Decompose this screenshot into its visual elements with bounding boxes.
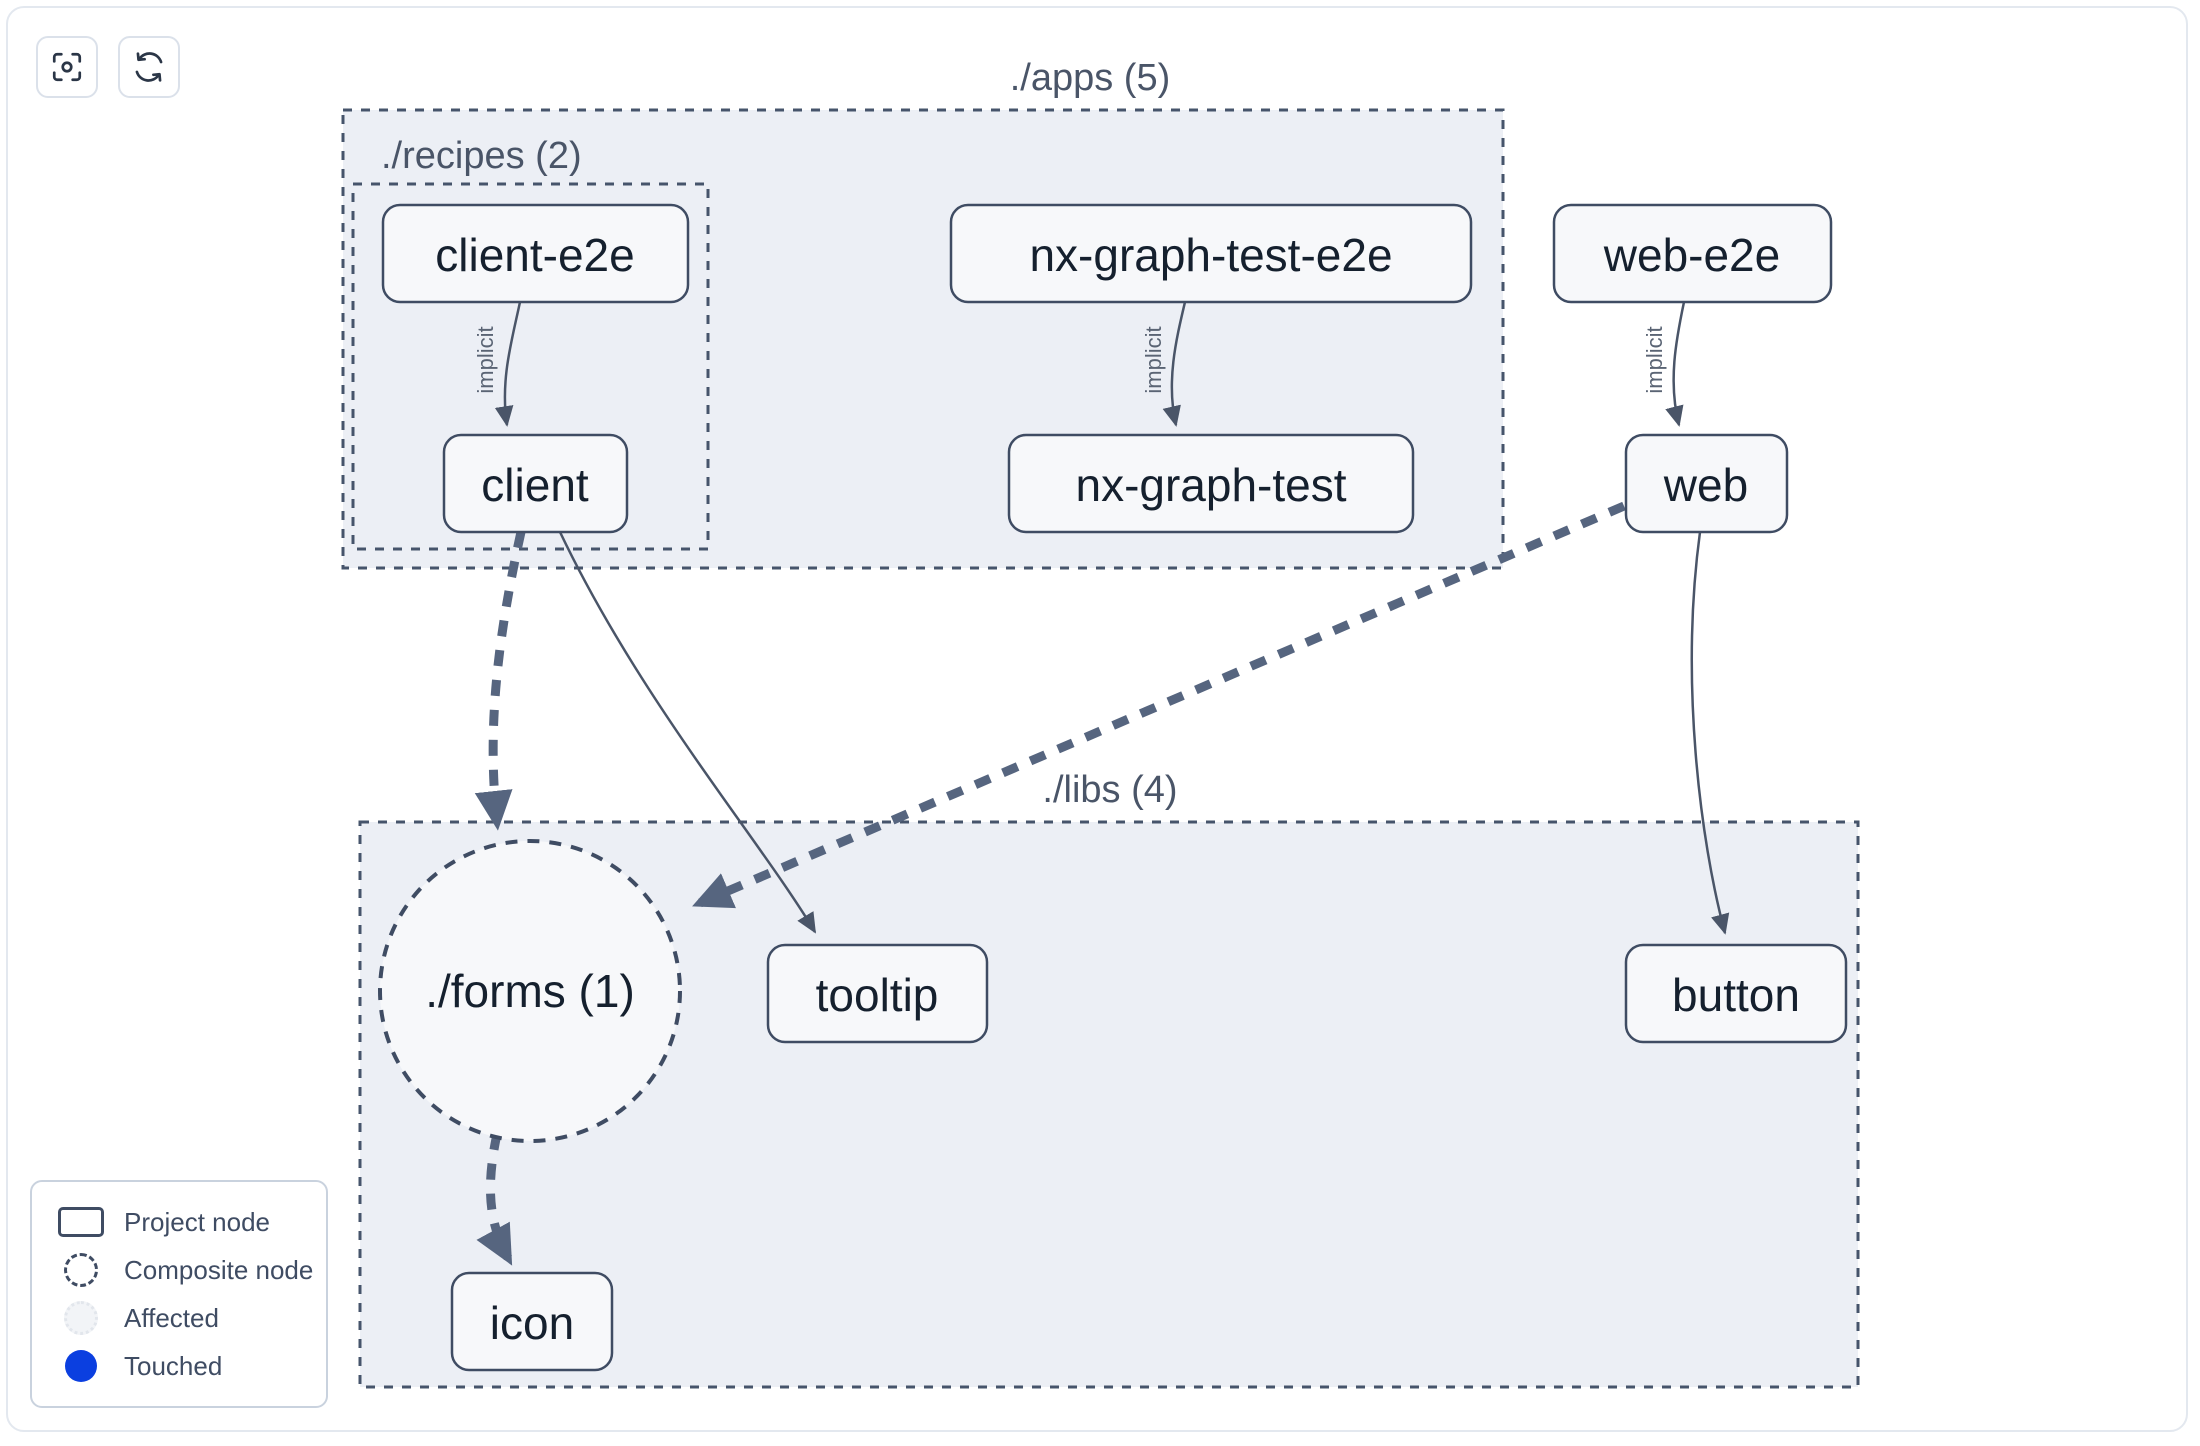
graph-legend: Project node Composite node Affected Tou… <box>30 1180 328 1408</box>
composite-node-icon <box>50 1253 112 1287</box>
viewfinder-icon <box>50 50 84 84</box>
edge-forms-to-icon <box>476 1133 513 1266</box>
node-rect <box>450 1271 614 1372</box>
edge-nx-graph-test-e2e-to-nx-graph-test: implicit <box>1141 301 1187 427</box>
edge-web-e2e-to-web: implicit <box>1642 301 1686 427</box>
node-label: nx-graph-test <box>1075 459 1346 511</box>
node-label: nx-graph-test-e2e <box>1029 229 1392 281</box>
node-nx-graph-test[interactable]: nx-graph-test <box>1007 433 1415 534</box>
node-rect <box>1007 433 1415 534</box>
edge-client-e2e-to-client: implicit <box>473 301 522 427</box>
edge-path <box>476 1133 513 1266</box>
node-label: icon <box>490 1297 574 1349</box>
legend-label: Affected <box>124 1302 219 1333</box>
node-label: web-e2e <box>1603 229 1780 281</box>
edge-label-implicit-1: implicit <box>473 326 498 393</box>
edge-path <box>1690 531 1730 935</box>
node-circle <box>378 839 682 1143</box>
node-rect <box>766 943 989 1044</box>
edge-web-to-button <box>1690 531 1730 935</box>
edge-path <box>1162 301 1187 427</box>
node-rect <box>381 203 690 304</box>
node-client-e2e[interactable]: client-e2e <box>381 203 690 304</box>
node-rect <box>1624 943 1848 1044</box>
node-label: client <box>481 459 589 511</box>
node-label: client-e2e <box>435 229 634 281</box>
group-recipes-label: ./recipes (2) <box>381 135 582 177</box>
node-label: button <box>1672 969 1800 1021</box>
edge-label-implicit-2: implicit <box>1141 326 1166 393</box>
refresh-graph-button[interactable] <box>118 36 180 98</box>
node-label: tooltip <box>816 969 939 1021</box>
node-icon[interactable]: icon <box>450 1271 614 1372</box>
project-node-icon <box>50 1207 112 1237</box>
node-label: web <box>1663 459 1748 511</box>
node-label: ./forms (1) <box>425 965 635 1017</box>
node-rect <box>442 433 629 534</box>
edge-client-to-forms <box>474 531 526 831</box>
node-button[interactable]: button <box>1624 943 1848 1044</box>
refresh-icon <box>132 50 166 84</box>
graph-toolbar <box>36 36 180 98</box>
group-libs-label: ./libs (4) <box>1042 769 1177 811</box>
node-client[interactable]: client <box>442 433 629 534</box>
node-web[interactable]: web <box>1624 433 1789 534</box>
edge-path <box>558 531 817 934</box>
group-apps-label: ./apps (5) <box>1010 57 1171 99</box>
node-nx-graph-test-e2e[interactable]: nx-graph-test-e2e <box>949 203 1473 304</box>
legend-item-project-node: Project node <box>50 1198 308 1246</box>
node-rect <box>1552 203 1833 304</box>
edge-path <box>494 301 522 427</box>
edge-label-implicit-3: implicit <box>1642 326 1667 393</box>
legend-item-composite-node: Composite node <box>50 1246 313 1294</box>
legend-label: Composite node <box>124 1254 314 1285</box>
legend-item-affected: Affected <box>50 1294 308 1342</box>
edge-path <box>474 531 526 831</box>
node-rect <box>1624 433 1789 534</box>
node-web-e2e[interactable]: web-e2e <box>1552 203 1833 304</box>
node-rect <box>949 203 1473 304</box>
legend-label: Project node <box>124 1206 270 1237</box>
focus-graph-button[interactable] <box>36 36 98 98</box>
legend-item-touched: Touched <box>50 1342 308 1390</box>
affected-icon <box>50 1301 112 1335</box>
edge-client-to-tooltip <box>558 531 817 934</box>
edge-path <box>1665 301 1686 427</box>
touched-icon <box>50 1350 112 1382</box>
node-tooltip[interactable]: tooltip <box>766 943 989 1044</box>
node-forms-composite[interactable]: ./forms (1) <box>378 839 682 1143</box>
legend-label: Touched <box>124 1350 223 1381</box>
